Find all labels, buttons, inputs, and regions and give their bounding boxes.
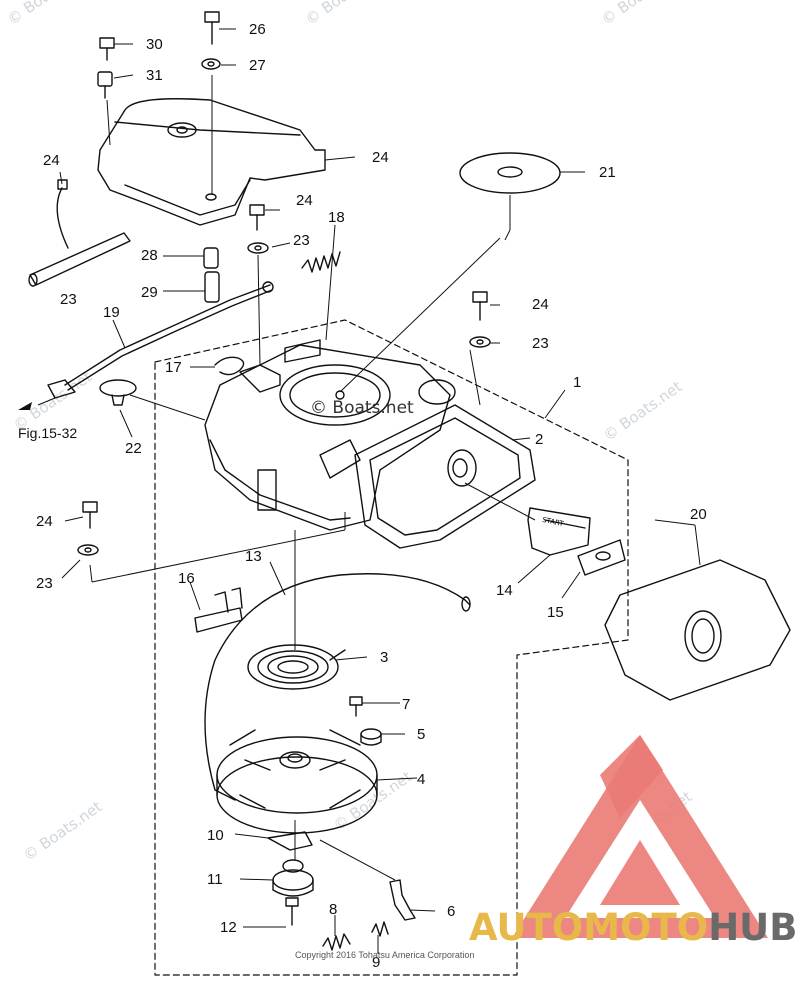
- callout-22: 22: [125, 440, 142, 457]
- callout-32: 29: [141, 284, 158, 301]
- callout-33: 30: [146, 36, 163, 53]
- callout-8: 8: [329, 901, 338, 918]
- callout-13: 13: [245, 548, 262, 565]
- brand-part2: HUB: [708, 906, 797, 949]
- callout-10: 10: [207, 827, 224, 844]
- automotohub-brand: AUTOMOTOHUB: [469, 906, 797, 949]
- callout-31: 28: [141, 247, 158, 264]
- center-watermark: © Boats.net: [310, 398, 414, 418]
- callout-3: 3: [380, 649, 389, 666]
- callout-2: 2: [535, 431, 544, 448]
- callout-23: 23: [36, 575, 53, 592]
- callout-5: 5: [417, 726, 426, 743]
- arrow-icon: [18, 402, 32, 410]
- callout-15: 15: [547, 604, 564, 621]
- callout-29: 26: [249, 21, 266, 38]
- callout-23: 23: [532, 335, 549, 352]
- callout-21: 21: [599, 164, 616, 181]
- callout-28: 24: [372, 149, 389, 166]
- automotohub-logo-icon: [512, 735, 768, 938]
- callout-7: 7: [402, 696, 411, 713]
- callout-20: 20: [690, 506, 707, 523]
- callout-17: 17: [165, 359, 182, 376]
- callout-30: 27: [249, 57, 266, 74]
- brand-part1: AUTOMOTO: [469, 906, 709, 949]
- callout-24: 24: [532, 296, 549, 313]
- callout-11: 11: [207, 871, 223, 888]
- callout-26: 23: [60, 291, 77, 308]
- callout-24: 24: [36, 513, 53, 530]
- callout-19: 19: [103, 304, 120, 321]
- callout-18: 18: [328, 209, 345, 226]
- callout-27: 24: [43, 152, 60, 169]
- callout-6: 6: [447, 903, 456, 920]
- copyright-text: Copyright 2016 Tohatsu America Corporati…: [295, 950, 475, 960]
- callout-14: 14: [496, 582, 513, 599]
- figure-reference: Fig.15-32: [18, 425, 78, 441]
- callout-23: 23: [293, 232, 310, 249]
- callout-24: 24: [296, 192, 313, 209]
- callout-12: 12: [220, 919, 237, 936]
- callout-16: 16: [178, 570, 195, 587]
- callout-9: 9: [372, 954, 381, 971]
- callout-34: 31: [146, 67, 163, 84]
- callout-1: 1: [573, 374, 582, 391]
- callout-4: 4: [417, 771, 426, 788]
